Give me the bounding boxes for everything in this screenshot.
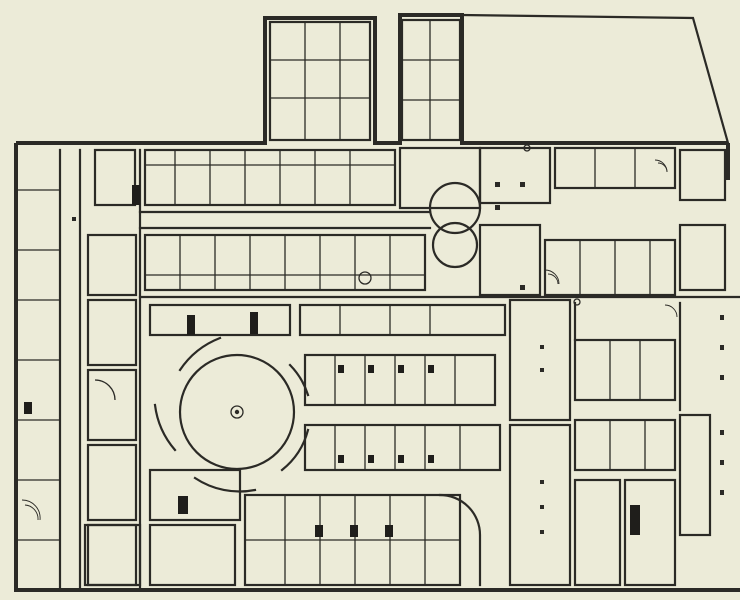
east-wing <box>508 298 712 587</box>
dark-fixtures <box>24 185 640 537</box>
west-wing <box>16 148 142 592</box>
upper-corridor-rooms <box>138 148 740 299</box>
staircases <box>358 144 678 318</box>
outer-walls <box>14 13 740 592</box>
south-wing <box>83 493 482 587</box>
cell-rows <box>298 303 507 472</box>
north-wing <box>268 18 462 142</box>
east-upper-blocks <box>398 146 727 297</box>
rotunda-courtyard <box>148 303 310 522</box>
columns <box>72 182 724 534</box>
